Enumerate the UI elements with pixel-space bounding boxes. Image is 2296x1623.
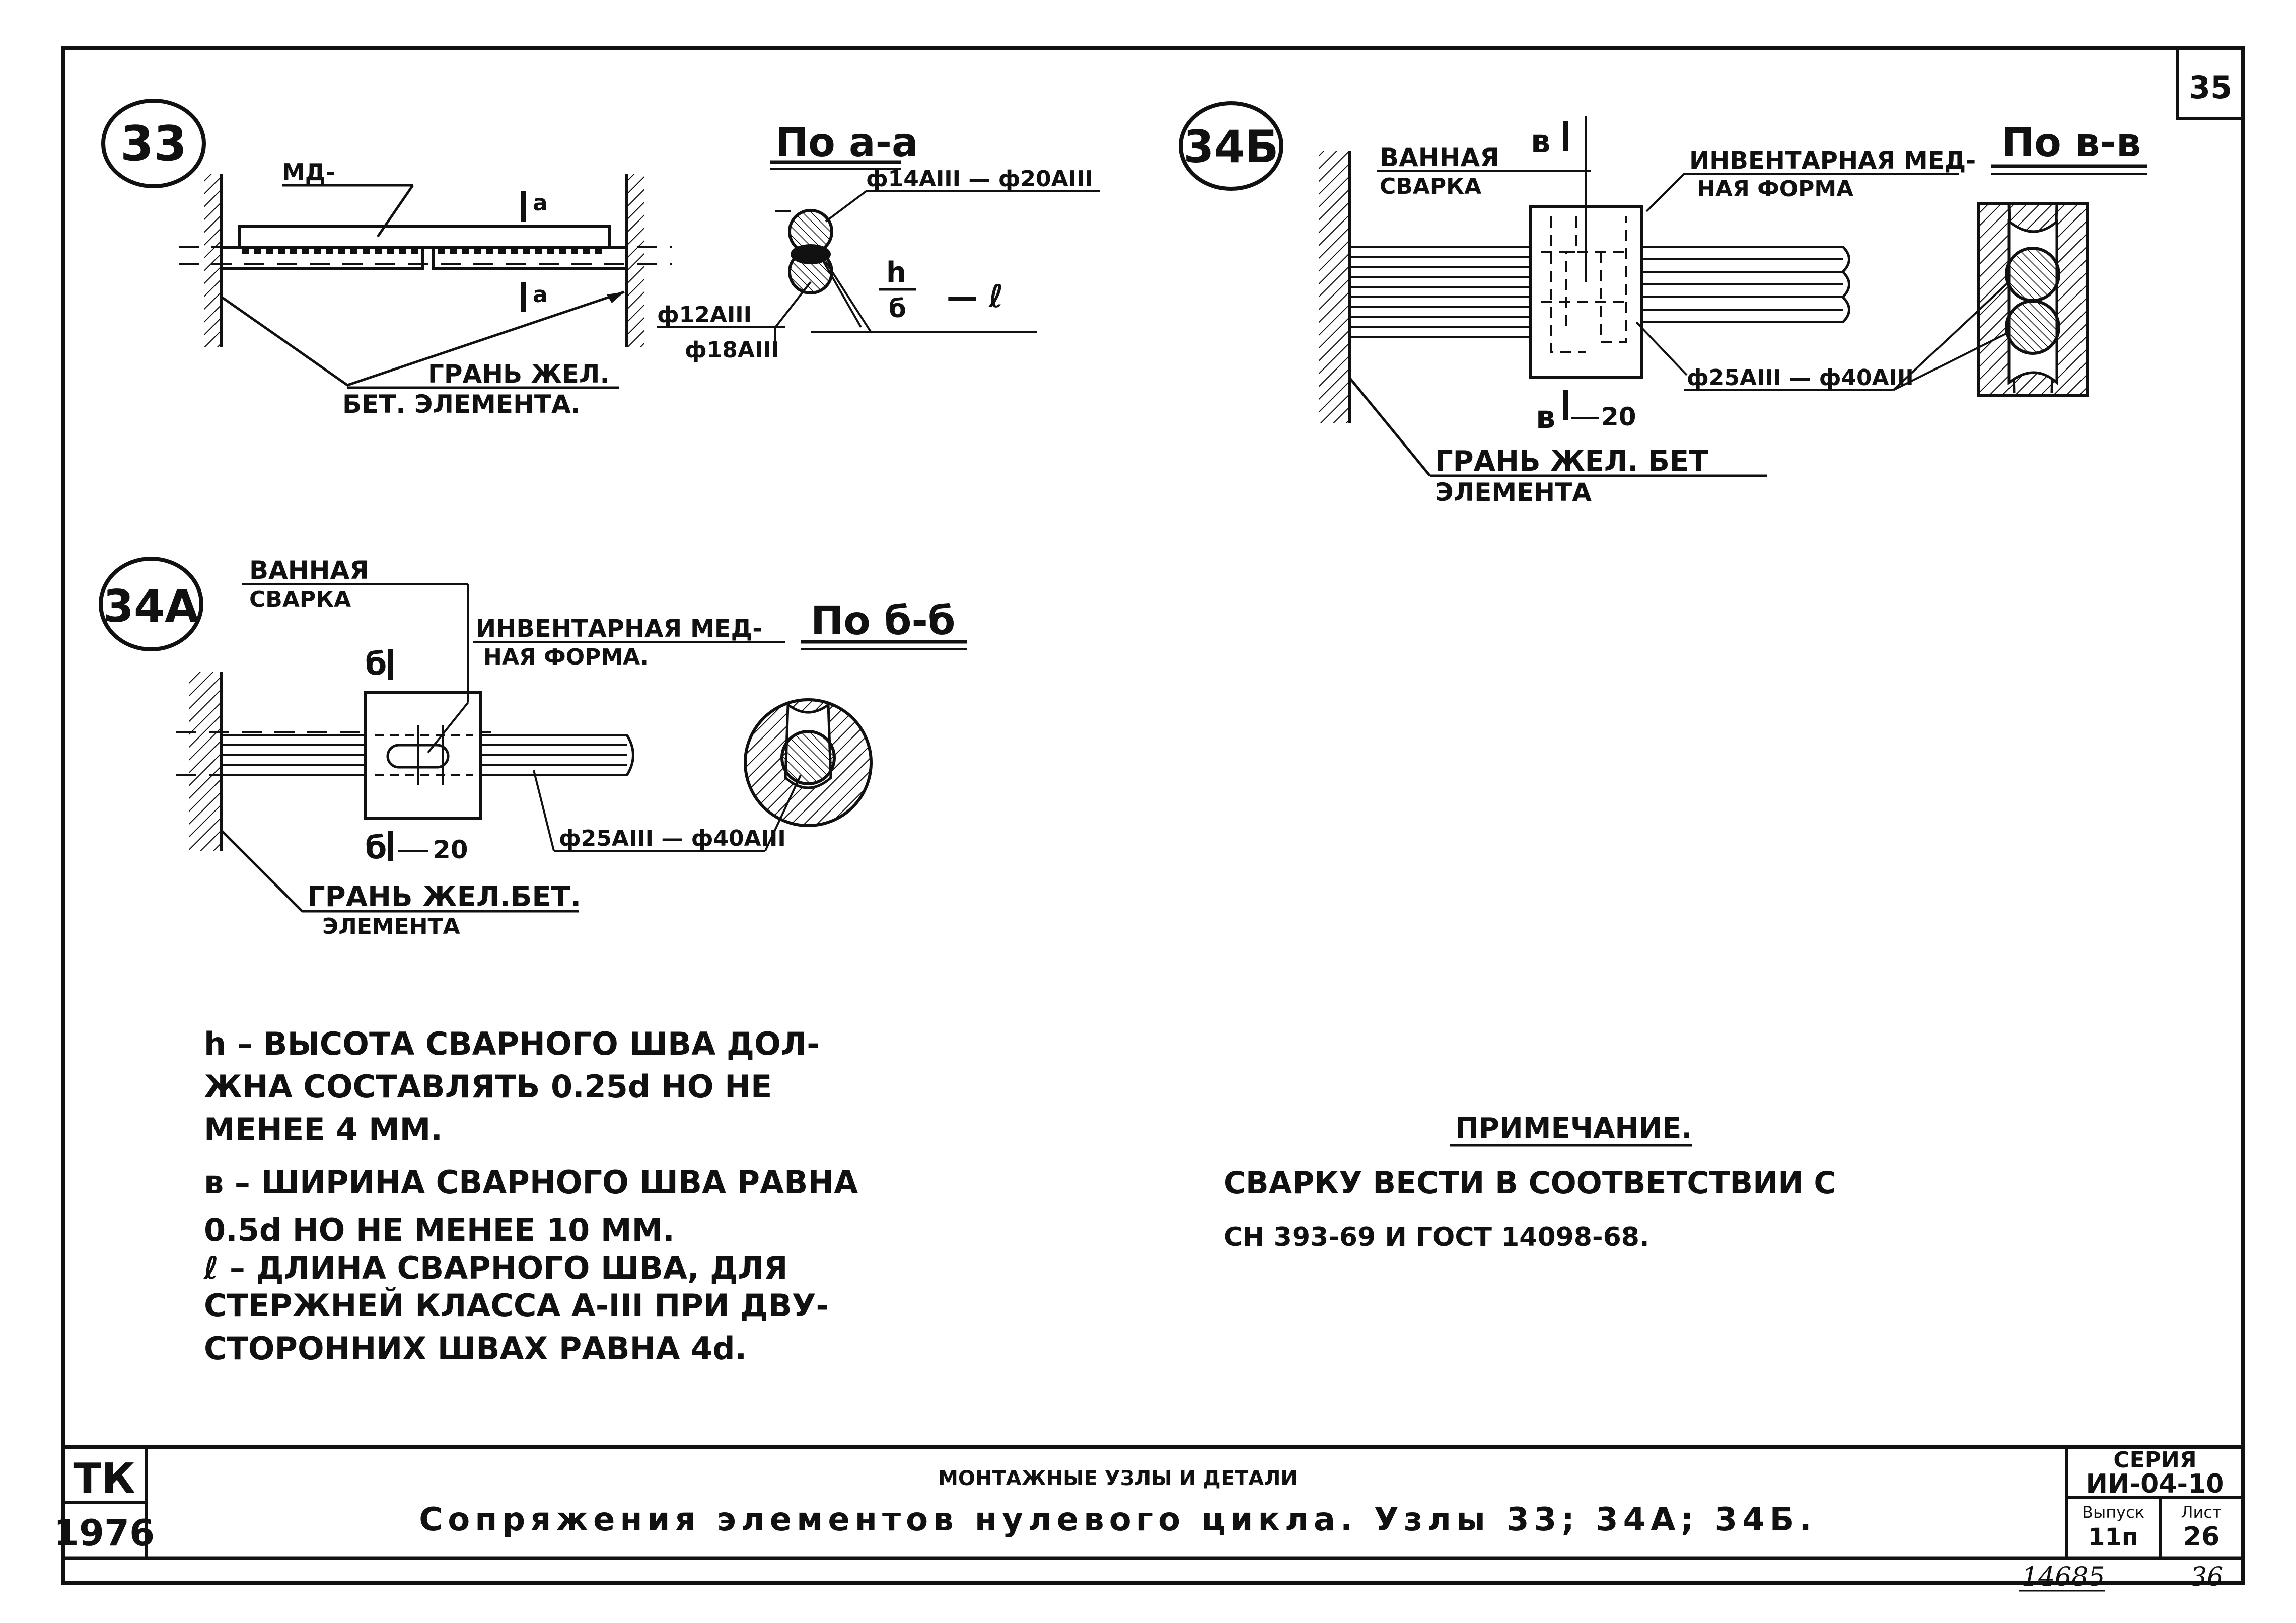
node-34b: 34Б	[1179, 101, 2147, 507]
h-label: h	[886, 256, 906, 289]
rebar-left-label-1: ф12АIII	[657, 302, 752, 328]
weld-label-1: ВАННАЯ	[1380, 143, 1499, 172]
node-33-circle	[101, 99, 206, 188]
face-34b-1: ГРАНЬ ЖЕЛ. БЕТ	[1435, 445, 1708, 478]
title-main: Сопряжения элементов нулевого цикла. Узл…	[419, 1501, 1816, 1538]
issue-value: 11п	[2088, 1523, 2138, 1552]
section-a-top: а	[533, 190, 548, 216]
sheet-number-box: 35	[2176, 46, 2245, 120]
face-34a-1: ГРАНЬ ЖЕЛ.БЕТ.	[307, 880, 581, 913]
section-vv-title: По в-в	[2001, 120, 2141, 166]
legend-line-8: СТОРОННИХ ШВАХ РАВНА 4d.	[204, 1330, 747, 1367]
legend-line-1: h – ВЫСОТА СВАРНОГО ШВА ДОЛ-	[204, 1025, 820, 1062]
node-33-label: 33	[120, 116, 187, 172]
legend-line-5: 0.5d НО НЕ МЕНЕЕ 10 ММ.	[204, 1212, 675, 1248]
section-bb-title: По б-б	[811, 599, 955, 644]
b-label: б	[889, 294, 906, 323]
rebar-34a-label: ф25АIII — ф40АIII	[559, 826, 786, 851]
form-34a-1: ИНВЕНТАРНАЯ МЕД-	[476, 615, 762, 643]
section-v-bottom: в	[1536, 399, 1555, 435]
series-value: ИИ-04-10	[2086, 1469, 2225, 1499]
rebar-34b-label: ф25АIII — ф40АIII	[1687, 365, 1914, 391]
rebar-left-label-2: ф18АIII	[685, 337, 779, 363]
face-34b-2: ЭЛЕМЕНТА	[1435, 478, 1592, 507]
gap-34b: 20	[1601, 402, 1636, 431]
node-34b-label: 34Б	[1183, 121, 1279, 173]
note-line-2: СН 393-69 И ГОСТ 14098-68.	[1224, 1222, 1649, 1252]
note-title: ПРИМЕЧАНИЕ.	[1455, 1112, 1692, 1145]
series-label: СЕРИЯ	[2113, 1447, 2196, 1473]
section-a-bottom: а	[533, 282, 548, 308]
section-aa-title: По а-а	[775, 120, 918, 166]
archive-number: 14685	[2022, 1562, 2105, 1592]
md-label: МД-	[282, 159, 335, 186]
face-34a-2: ЭЛЕМЕНТА	[322, 914, 460, 939]
node-34a-circle	[99, 557, 203, 651]
issue-label: Выпуск	[2082, 1503, 2144, 1522]
sheet-number: 35	[2189, 69, 2232, 106]
page-number: 36	[2190, 1562, 2223, 1592]
title-block: ТК 1976 МОНТАЖНЫЕ УЗЛЫ И ДЕТАЛИ Сопряжен…	[54, 1445, 2245, 1560]
sheet-label: Лист	[2181, 1503, 2221, 1522]
org-year: 1976	[54, 1512, 155, 1554]
weld-34a-2: СВАРКА	[249, 586, 351, 612]
legend-line-4: в – ШИРИНА СВАРНОГО ШВА РАВНА	[204, 1164, 858, 1201]
form-label-2: НАЯ ФОРМА	[1697, 176, 1853, 202]
rebar-top-label: ф14АIII — ф20АIII	[866, 166, 1093, 192]
section-b-bottom: б	[365, 829, 387, 866]
gap-34a: 20	[433, 835, 468, 864]
form-34a-2: НАЯ ФОРМА.	[483, 644, 649, 670]
section-b-top: б	[365, 645, 387, 682]
node-33: 33 МД- а а ГРАНЬ ЖЕЛ. БЕТ. ЭЛЕМЕНТ	[101, 99, 1100, 419]
note: ПРИМЕЧАНИЕ. СВАРКУ ВЕСТИ В СООТВЕТСТВИИ …	[1224, 1112, 1836, 1252]
face-label-1: ГРАНЬ ЖЕЛ.	[428, 359, 609, 389]
face-label-2: БЕТ. ЭЛЕМЕНТА.	[342, 390, 581, 419]
l-label: — ℓ	[947, 278, 1003, 315]
form-label-1: ИНВЕНТАРНАЯ МЕД-	[1689, 146, 1976, 175]
node-34b-circle	[1179, 101, 1283, 191]
title-subtitle: МОНТАЖНЫЕ УЗЛЫ И ДЕТАЛИ	[938, 1467, 1298, 1490]
org-code: ТК	[74, 1455, 135, 1503]
node-34a: 34А ВАННАЯ СВАРКА	[99, 556, 967, 939]
legend-line-7: СТЕРЖНЕЙ КЛАССА А-III ПРИ ДВУ-	[204, 1287, 829, 1324]
legend-line-6: ℓ – ДЛИНА СВАРНОГО ШВА, ДЛЯ	[203, 1249, 787, 1286]
weld-34a-1: ВАННАЯ	[249, 556, 369, 585]
legend-line-2: ЖНА СОСТАВЛЯТЬ 0.25d НО НЕ	[204, 1068, 772, 1105]
weld-label-2: СВАРКА	[1380, 174, 1481, 199]
sheet-value: 26	[2183, 1522, 2219, 1552]
note-line-1: СВАРКУ ВЕСТИ В СООТВЕТСТВИИ С	[1224, 1165, 1836, 1201]
node-34a-label: 34А	[103, 580, 199, 632]
section-v-top: в	[1531, 123, 1550, 160]
legend: h – ВЫСОТА СВАРНОГО ШВА ДОЛ- ЖНА СОСТАВЛ…	[203, 1025, 858, 1367]
legend-line-3: МЕНЕЕ 4 ММ.	[204, 1111, 443, 1148]
